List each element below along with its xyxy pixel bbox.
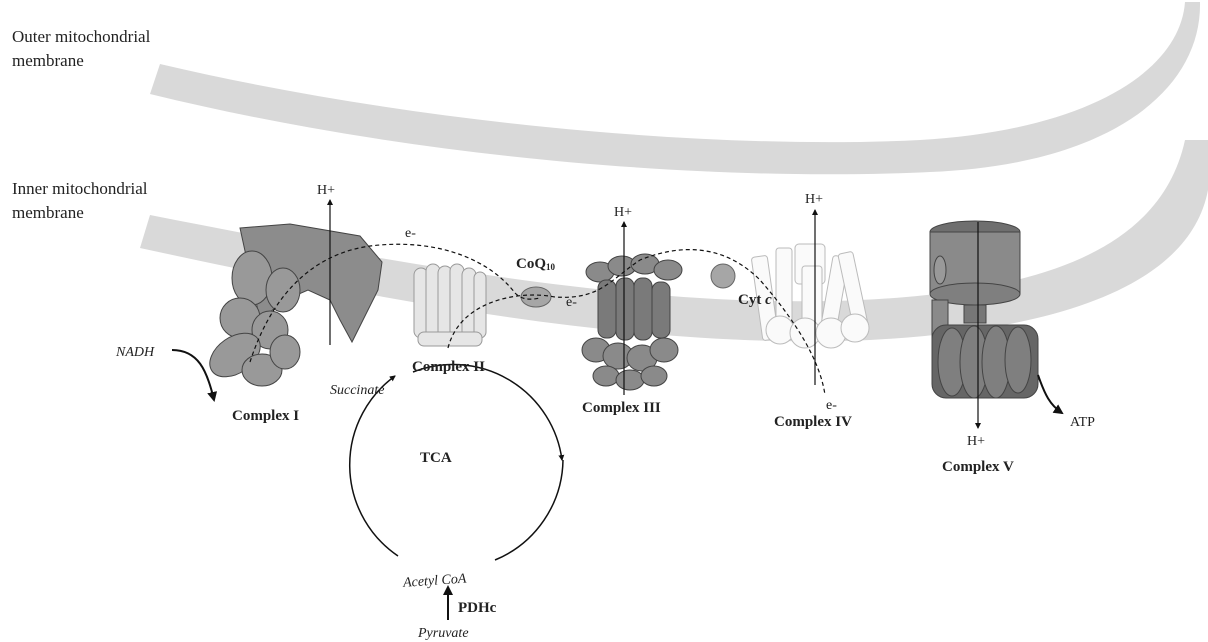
- tca-cycle-ring-upper: [413, 364, 562, 460]
- coq10-label: CoQ10: [516, 256, 556, 272]
- atp-arrow: [1038, 375, 1062, 413]
- complex-iii-subunit: [654, 260, 682, 280]
- pyruvate-label: Pyruvate: [417, 626, 469, 641]
- tca-label: TCA: [420, 450, 452, 466]
- cyt-c-label: Cyt c: [738, 292, 772, 308]
- complex-ii-label: Complex II: [412, 359, 485, 375]
- outer-membrane-label-line1: Outer mitochondrial: [12, 27, 151, 46]
- atp-label: ATP: [1070, 415, 1095, 430]
- cyt-c-carrier: [711, 264, 735, 288]
- outer-membrane-label-line2: membrane: [12, 51, 84, 70]
- proton-label-complex-iv: H+: [805, 192, 823, 207]
- complex-v-stator-knob: [934, 256, 946, 284]
- complex-v-stalk: [964, 305, 986, 323]
- complex-iv-subunit: [841, 314, 869, 342]
- complex-ii: [414, 264, 486, 346]
- complex-iv-label: Complex IV: [774, 414, 852, 430]
- complex-iii-helix: [652, 282, 670, 338]
- outer-membrane: [150, 2, 1200, 174]
- acetyl-coa-label: Acetyl CoA: [402, 571, 468, 590]
- complex-iii-label: Complex III: [582, 400, 661, 416]
- inner-membrane-label-line1: Inner mitochondrial: [12, 179, 148, 198]
- electron-label-3: e-: [826, 398, 837, 413]
- complex-ii-base: [418, 332, 482, 346]
- proton-label-complex-v: H+: [967, 434, 985, 449]
- complex-iii-subunit: [616, 370, 644, 390]
- complex-v-label: Complex V: [942, 459, 1014, 475]
- tca-cycle-ring-left: [350, 376, 398, 556]
- complex-iii-subunit: [650, 338, 678, 362]
- electron-label-1: e-: [405, 226, 416, 241]
- complex-iii-helix: [634, 278, 652, 340]
- complex-i-subunit: [266, 268, 300, 312]
- coq10-carrier: [521, 287, 551, 307]
- complex-v-head-lobe: [1005, 327, 1031, 393]
- complex-iii-subunit: [593, 366, 619, 386]
- complex-i-subunit: [232, 251, 272, 305]
- electron-label-2: e-: [566, 295, 577, 310]
- inner-membrane-label-line2: membrane: [12, 203, 84, 222]
- succinate-label: Succinate: [330, 383, 384, 398]
- complex-iii-subunit: [641, 366, 667, 386]
- tca-cycle-ring-lower: [495, 460, 563, 560]
- nadh-arrow: [172, 350, 214, 400]
- proton-label-complex-i: H+: [317, 183, 335, 198]
- complex-iii-helix: [616, 278, 634, 340]
- complex-i-subunit: [270, 335, 300, 369]
- pdhc-label: PDHc: [458, 600, 497, 616]
- nadh-label: NADH: [115, 345, 155, 360]
- complex-i-label: Complex I: [232, 408, 299, 424]
- proton-label-complex-iii: H+: [614, 205, 632, 220]
